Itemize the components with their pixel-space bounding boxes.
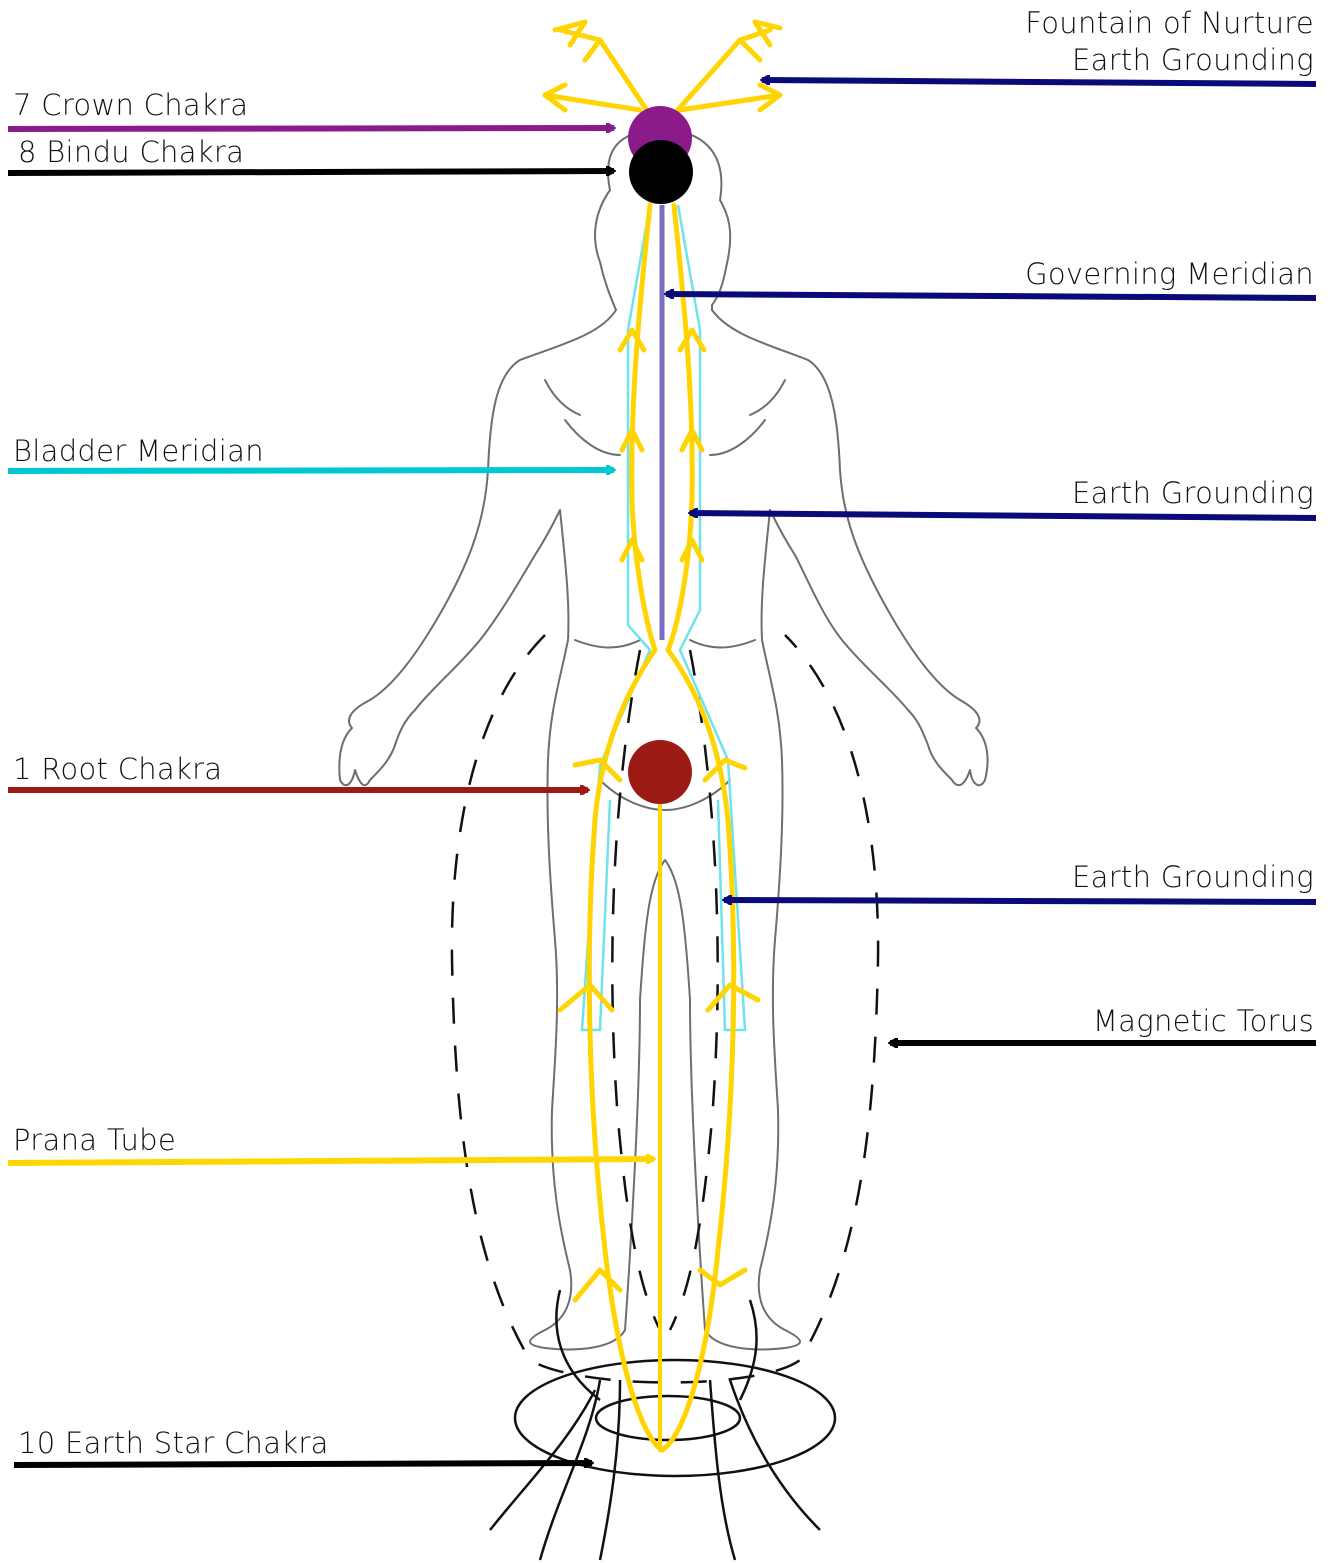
prana-tube-label: Prana Tube [13, 1123, 176, 1157]
bladder-meridian-label: Bladder Meridian [13, 434, 264, 468]
governing-meridian-label: Governing Meridian [1025, 257, 1314, 291]
earth-star-arrow [14, 1463, 592, 1465]
earth-grounding-upper-arrow [690, 513, 1316, 518]
earth-star-chakra-label: 10 Earth Star Chakra [18, 1426, 329, 1460]
prana-tube-arrow [8, 1159, 654, 1163]
earth-grounding-upper-label: Earth Grounding [1072, 476, 1314, 510]
scapula-left [545, 380, 580, 415]
hip-line-right [690, 640, 755, 648]
head-left [595, 190, 616, 310]
crown-chakra-label: 7 Crown Chakra [13, 88, 248, 122]
root-chakra-label: 1 Root Chakra [13, 752, 222, 786]
bladder-arrow [8, 470, 614, 471]
magnetic-torus-label: Magnetic Torus [1093, 1004, 1314, 1038]
fountain-arrow [762, 80, 1316, 84]
earth-star-field [490, 1290, 835, 1560]
left-shoulder-arm [339, 310, 616, 785]
earth-star-outer-ring [515, 1360, 835, 1476]
bindu-chakra-label: 8 Bindu Chakra [18, 135, 244, 169]
bindu-arrow [8, 171, 614, 173]
inner-legs [625, 860, 705, 1330]
bindu-chakra-dot [629, 140, 693, 204]
earth-grounding-lower-arrow [724, 900, 1316, 902]
hip-line-left [575, 640, 640, 648]
fountain-label-line1: Fountain of Nurture [1025, 6, 1314, 40]
right-shoulder-arm [712, 310, 988, 785]
root-chakra-dot [628, 740, 692, 804]
earth-grounding-lower-label: Earth Grounding [1072, 860, 1314, 894]
crown-arrow [8, 128, 614, 129]
fountain-label-line2: Earth Grounding [1072, 43, 1314, 77]
back-muscle-left [565, 420, 620, 455]
scapula-right [750, 380, 785, 415]
governing-arrow [666, 294, 1316, 298]
back-muscle-right [710, 420, 765, 455]
